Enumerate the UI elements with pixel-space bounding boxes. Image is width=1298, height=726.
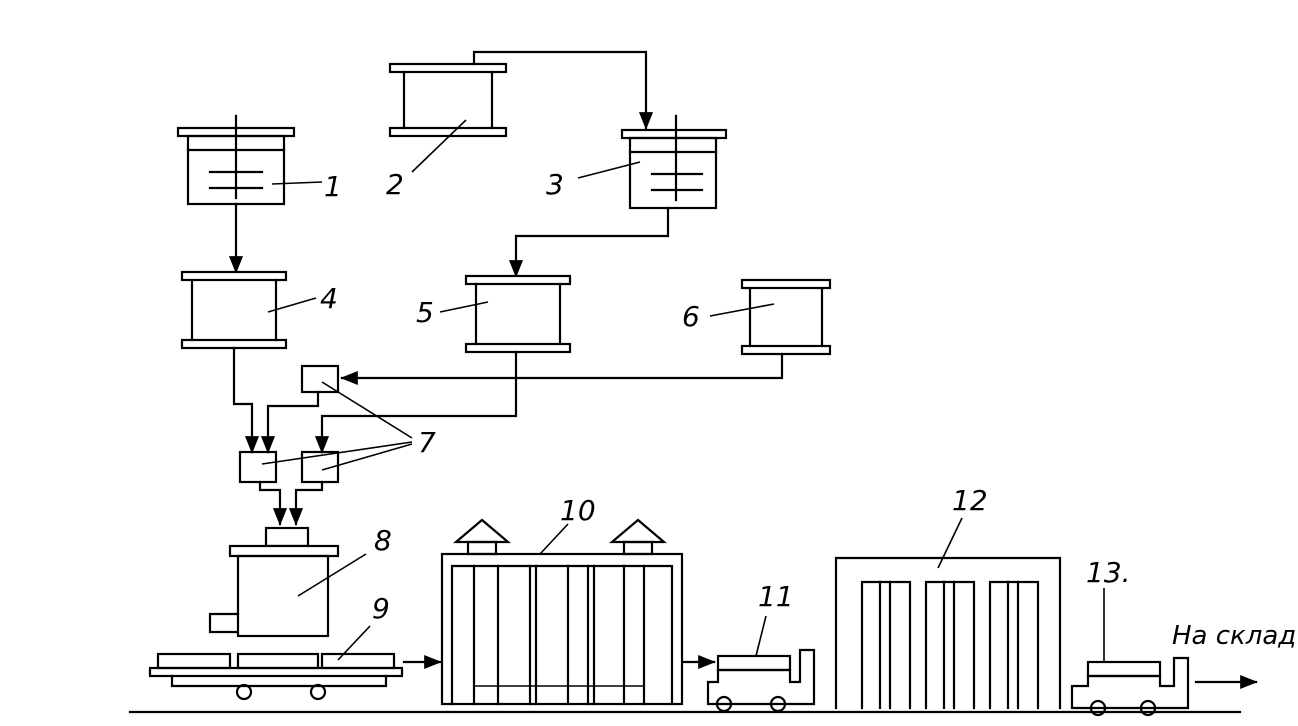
label-4: 4 bbox=[320, 282, 338, 315]
cart-11 bbox=[706, 615, 816, 713]
label-7: 7 bbox=[418, 426, 436, 459]
label-13: 13. bbox=[1086, 556, 1131, 589]
label-5: 5 bbox=[416, 296, 434, 329]
label-6: 6 bbox=[682, 300, 700, 333]
chamber-12 bbox=[834, 517, 1062, 710]
cart-13 bbox=[1070, 588, 1190, 717]
label-1: 1 bbox=[324, 170, 342, 203]
label-8: 8 bbox=[374, 524, 392, 557]
tank-5 bbox=[439, 274, 572, 354]
pipe-2-to-3 bbox=[472, 50, 654, 130]
label-2: 2 bbox=[386, 168, 404, 201]
mold-8 bbox=[208, 526, 367, 638]
mixer-tank-1 bbox=[176, 114, 323, 206]
leader-7 bbox=[261, 381, 413, 471]
pipe-6-to-doser bbox=[340, 352, 784, 386]
tank-4 bbox=[180, 270, 317, 350]
doser-7-left bbox=[238, 450, 288, 526]
conveyor-cart-9 bbox=[148, 625, 404, 701]
label-11: 11 bbox=[758, 580, 794, 613]
pipe-4-to-doser bbox=[232, 346, 260, 454]
label-9: 9 bbox=[372, 592, 390, 625]
tank-2 bbox=[388, 62, 508, 173]
label-12: 12 bbox=[952, 484, 988, 517]
label-10: 10 bbox=[560, 494, 596, 527]
tank-6 bbox=[709, 278, 832, 356]
pipe-3-to-5 bbox=[508, 206, 670, 278]
doser-7-right bbox=[288, 450, 340, 526]
label-to-warehouse: На склад bbox=[1172, 621, 1296, 651]
curing-chamber-10 bbox=[440, 518, 684, 706]
mixer-tank-3 bbox=[577, 114, 728, 210]
doser-7-top bbox=[300, 364, 340, 394]
label-3: 3 bbox=[546, 168, 564, 201]
pipe-doser-top-down bbox=[260, 390, 320, 454]
pipe-5-to-doser bbox=[314, 350, 518, 454]
